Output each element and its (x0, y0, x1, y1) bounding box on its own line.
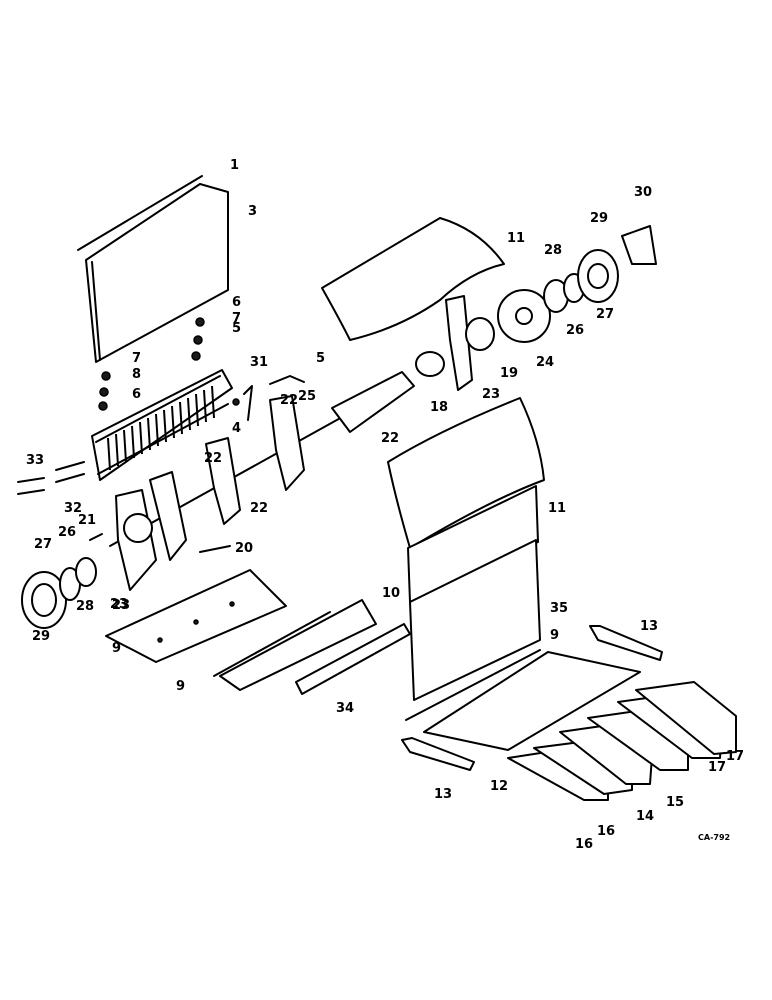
callout-label: 5 (316, 351, 325, 366)
callout-label: 7 (232, 311, 241, 326)
callout-label: 22 (204, 451, 222, 466)
curved-panel-11-lower (387, 397, 545, 603)
callout-label: 9 (112, 641, 121, 656)
callout-label: 26 (58, 525, 76, 540)
callout-label: 32 (64, 501, 82, 516)
callout-label: 18 (430, 400, 448, 415)
callout-label: 11 (548, 501, 566, 516)
callout-label: 27 (34, 537, 52, 552)
callout-label: 13 (434, 787, 452, 802)
callout-label: 10 (382, 586, 400, 601)
callout-label: 35 (550, 601, 568, 616)
callout-label: 7 (132, 351, 141, 366)
callout-label: 30 (634, 185, 652, 200)
channel-34 (295, 623, 411, 695)
wall-panel-35 (409, 539, 541, 701)
small-parts-3-4 (232, 375, 305, 421)
callout-label: 23 (482, 387, 500, 402)
callout-label: 21 (78, 513, 96, 528)
callout-label: 6 (232, 295, 241, 310)
fan-hub-23 (115, 295, 473, 591)
bracket-13 (401, 625, 663, 771)
callout-label: 19 (500, 366, 518, 381)
callout-label: 17 (726, 749, 744, 764)
callout-label: 11 (507, 231, 525, 246)
callout-label: 33 (26, 453, 44, 468)
callout-label: 22 (250, 501, 268, 516)
shaft-25 (109, 395, 381, 547)
callout-label: 31 (250, 355, 268, 370)
grill-frame-31 (91, 369, 233, 481)
callout-label: 34 (336, 701, 354, 716)
callout-label: 25 (298, 389, 316, 404)
bracket-30 (621, 225, 657, 265)
callout-label: 6 (132, 387, 141, 402)
rod-9-lower (405, 649, 541, 721)
callout-label: 17 (708, 760, 726, 775)
curved-panel-11-upper (321, 217, 505, 341)
callout-label: 23 (110, 597, 128, 612)
callout-label: 15 (666, 795, 684, 810)
callout-label: 9 (550, 628, 559, 643)
callout-label: 16 (597, 824, 615, 839)
callout-label: 16 (575, 837, 593, 852)
callout-label: 26 (566, 323, 584, 338)
callout-label: 4 (232, 421, 241, 436)
callout-label: 22 (381, 431, 399, 446)
callout-label: 22 (280, 393, 298, 408)
callout-label: 1 (230, 158, 239, 173)
fan-blade-22 (149, 371, 415, 561)
callout-label: 27 (596, 307, 614, 322)
callout-label: 29 (32, 629, 50, 644)
bearing-18 (415, 351, 445, 377)
callout-label: 3 (248, 204, 257, 219)
callout-label: 13 (640, 619, 658, 634)
pins-20-21 (89, 533, 231, 553)
rod-9-middle (213, 611, 331, 677)
callout-label: 29 (590, 211, 608, 226)
callout-label: 20 (235, 541, 253, 556)
callout-label: 9 (176, 679, 185, 694)
hardware-5-6-7 (98, 317, 205, 411)
screen-panel-1 (85, 183, 229, 363)
rod-9-top (77, 175, 203, 251)
bearing-assembly-left (21, 557, 97, 629)
trough-10 (219, 599, 377, 691)
tray-12 (423, 651, 641, 751)
flange-19 (465, 317, 495, 351)
bearing-assembly-right (543, 249, 619, 313)
callout-label: 8 (132, 367, 141, 382)
fins-14-15-16-17 (507, 681, 737, 801)
rods-32-33 (17, 461, 85, 495)
callout-label: 23 (112, 598, 130, 613)
drawing-code: CA-792 (698, 833, 730, 842)
callout-label: 28 (544, 243, 562, 258)
callout-label: 5 (232, 321, 241, 336)
tray-8 (105, 569, 287, 663)
sprocket-24 (497, 289, 551, 343)
callout-label: 14 (636, 809, 654, 824)
callout-label: 28 (76, 599, 94, 614)
callout-label: 12 (490, 779, 508, 794)
callout-labels: 1 3 4 5 5 6 6 7 7 8 9 9 9 10 11 11 12 13… (26, 158, 744, 852)
callout-label: 24 (536, 355, 554, 370)
